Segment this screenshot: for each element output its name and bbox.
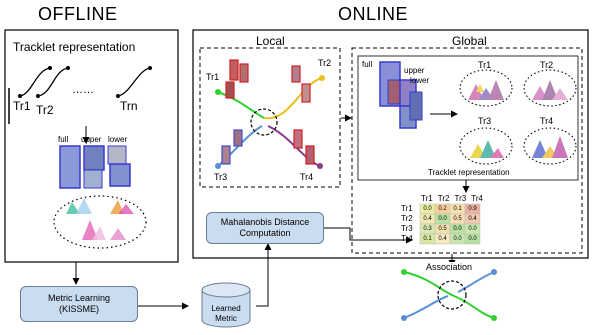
matrix-cells: 0.0 0.2 0.1 0.9 0.4 0.0 0.5 0.4 0.3 0.5 … [420,204,480,244]
matrix-cell: 0.0 [438,216,447,222]
local-person-crops [221,59,315,165]
matrix-cell: 0.9 [468,206,477,212]
matrix-cell: 0.5 [453,216,462,222]
offline-tracklet-1: Tr1 [13,99,31,113]
matrix-cell: 0.4 [468,216,477,222]
metric-learning-box: Metric Learning (KISSME) [20,286,138,322]
global-panel-frame [351,47,583,254]
global-part-full: full [362,60,373,69]
similarity-matrix-grid [419,203,481,245]
learned-metric-cylinder [201,282,251,328]
offline-ellipsis: …… [72,84,94,96]
offline-tracklet-curves [19,67,151,97]
local-tracklet-3: Tr3 [214,172,228,182]
local-tracklet-4: Tr4 [300,172,314,182]
global-tracklet-2: Tr2 [540,60,554,70]
mahalanobis-box: Mahalanobis Distance Computation [206,212,324,244]
matrix-cell: 0.0 [453,226,462,232]
matrix-col-header: Tr1 [421,194,433,203]
matrix-cell: 0.2 [438,206,447,212]
online-panel-frame [192,29,589,259]
matrix-cell: 0.4 [438,236,447,242]
global-part-lower: lower [410,76,430,85]
matrix-cell: 0.4 [423,216,432,222]
matrix-row-header: Tr3 [401,224,413,233]
local-gap-circle [250,108,278,136]
matrix-col-header: Tr4 [471,194,483,203]
offline-tracklet-2: Tr2 [36,103,54,117]
offline-distribution-cluster [53,195,147,249]
matrix-cell: 0.0 [453,236,462,242]
offline-part-lower: lower [108,135,128,144]
mahalanobis-line-1: Mahalanobis Distance [220,217,310,227]
offline-panel-title: Tracklet representation [13,40,136,54]
matrix-cell: 0.5 [438,226,447,232]
global-tracklet-1: Tr1 [478,60,492,70]
metric-learning-line-1: Metric Learning [47,293,111,303]
offline-part-full: full [58,135,69,144]
local-tracklet-2: Tr2 [318,58,332,68]
association-endpoints [401,269,497,321]
offline-mountains [66,198,134,240]
matrix-col-header: Tr2 [437,194,450,203]
offline-tracklet-n: Trn [120,99,138,113]
association-gap-circle [437,280,467,310]
local-panel-title: Local [256,34,285,48]
matrix-cell: 0.0 [468,236,477,242]
mahalanobis-line-2: Computation [239,228,291,238]
association-label: Association [424,262,475,272]
matrix-cell: 0.3 [423,226,432,232]
global-tracklet-4: Tr4 [540,116,554,126]
local-panel-frame [199,47,341,188]
matrix-row-headers: Tr1 Tr2 Tr3 Tr4 [401,204,413,244]
global-caption: Tracklet representation [428,168,510,177]
online-title: ONLINE [338,4,409,24]
offline-title: OFFLINE [38,4,118,24]
global-mountains [468,80,568,158]
metric-learning-line-2: (KISSME) [58,304,99,314]
matrix-row-header: Tr4 [401,234,413,243]
matrix-cell: 0.1 [423,236,432,242]
global-part-upper: upper [404,66,425,75]
learned-metric-label: Learned Metric [211,304,241,323]
matrix-col-header: Tr3 [454,194,467,203]
global-clusters [459,69,577,165]
matrix-col-headers: Tr1 Tr2 Tr3 Tr4 [421,194,483,203]
association-result [403,271,495,319]
global-person-images [379,61,423,129]
matrix-cell: 0.0 [423,206,432,212]
matrix-cell: 0.1 [453,206,462,212]
offline-person-images [59,145,131,189]
global-panel-title: Global [452,34,487,48]
offline-panel-frame [4,29,179,263]
global-representation-frame [357,55,579,181]
matrix-row-header: Tr1 [401,204,413,213]
offline-part-upper: upper [81,135,102,144]
global-tracklet-3: Tr3 [478,116,492,126]
local-tracklet-endpoints [215,75,325,169]
local-tracklet-1: Tr1 [206,72,220,82]
matrix-cell: 0.0 [468,226,477,232]
matrix-row-header: Tr2 [401,214,413,223]
